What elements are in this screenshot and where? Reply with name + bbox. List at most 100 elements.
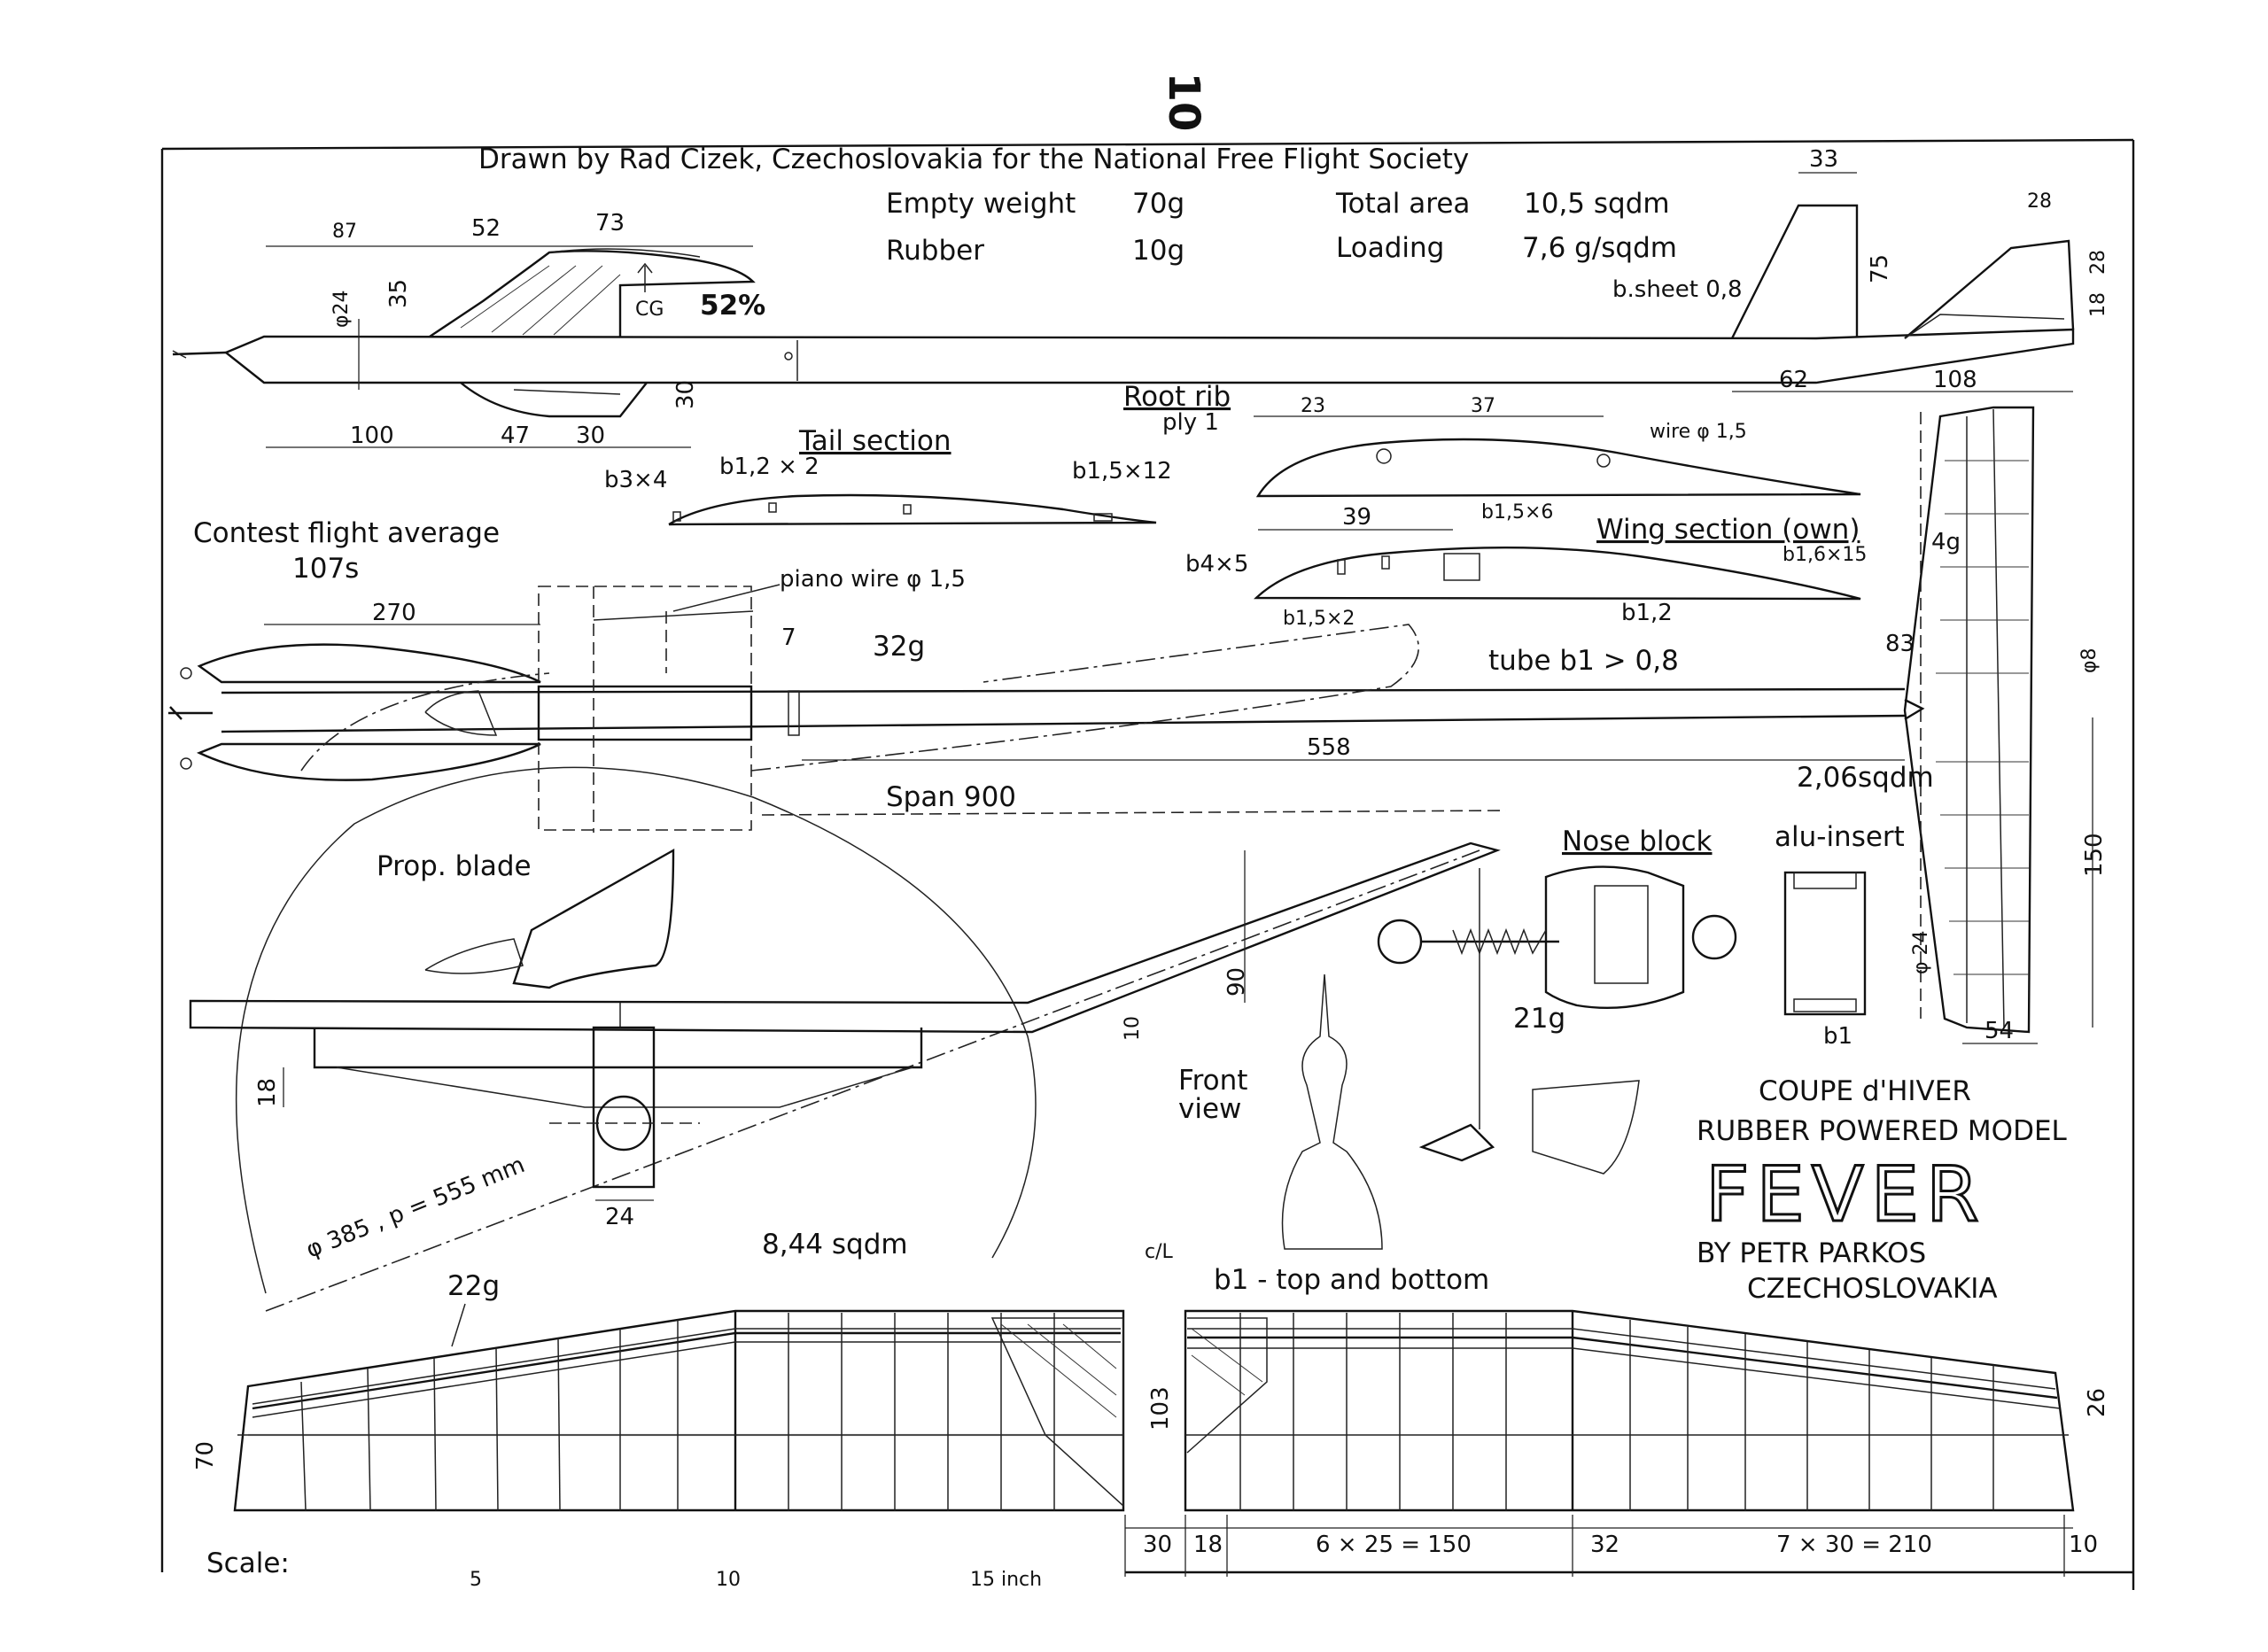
top-dim-558: 558 bbox=[1307, 734, 1351, 761]
top-dim-phi8: φ8 bbox=[2078, 648, 2101, 673]
tail-b12x2: b1,2 × 2 bbox=[719, 454, 819, 480]
wing-b4x5: b4×5 bbox=[1185, 551, 1248, 578]
side-view: 87 52 73 35 φ24 CG 52% 100 47 30 30 33 7… bbox=[172, 146, 2109, 449]
wing-dim-18: 18 bbox=[1193, 1532, 1223, 1558]
wing-area: 8,44 sqdm bbox=[762, 1229, 908, 1260]
stab-dim-18: 18 bbox=[2087, 292, 2109, 317]
root-rib-ply: ply 1 bbox=[1162, 409, 1219, 436]
root-dim-23: 23 bbox=[1301, 395, 1325, 417]
wing-section-label: Wing section (own) bbox=[1596, 514, 1860, 546]
wing-dim-26: 26 bbox=[2084, 1388, 2110, 1417]
wing-sheeting: b1 - top and bottom bbox=[1214, 1264, 1489, 1296]
model-name: FEVER bbox=[1705, 1151, 1986, 1239]
page-number: 10 bbox=[1159, 73, 1208, 132]
designer: BY PETR PARKOS bbox=[1697, 1237, 1926, 1269]
front-view-label-1: Front bbox=[1178, 1065, 1247, 1097]
fin-dim-33: 33 bbox=[1809, 146, 1838, 173]
contest-value: 107s bbox=[292, 553, 359, 585]
tail-section-label: Tail section bbox=[798, 425, 951, 457]
fin-dim-75: 75 bbox=[1867, 254, 1893, 283]
nose-block-label: Nose block bbox=[1562, 826, 1713, 857]
stab-dim-28: 28 bbox=[2087, 250, 2109, 275]
title-line-1: COUPE d'HIVER bbox=[1759, 1075, 1971, 1107]
side-dim-87: 87 bbox=[332, 221, 357, 243]
cg-percent: 52% bbox=[700, 290, 765, 322]
side-dim-30: 30 bbox=[576, 423, 605, 449]
total-area-value: 10,5 sqdm bbox=[1524, 188, 1670, 220]
scale-label: Scale: bbox=[206, 1547, 290, 1579]
stab-4g: 4g bbox=[1931, 529, 1961, 555]
wing-weight: 22g bbox=[447, 1270, 500, 1302]
front-view-label-2: view bbox=[1178, 1093, 1241, 1125]
loading-label: Loading bbox=[1336, 232, 1444, 264]
fin-bsheet: b.sheet 0,8 bbox=[1612, 276, 1743, 303]
side-dim-35: 35 bbox=[385, 279, 412, 308]
title-block: COUPE d'HIVER RUBBER POWERED MODEL FEVER… bbox=[1697, 1075, 2068, 1305]
wing-section: 39 b1,5×6 Wing section (own) b4×5 b1,6×1… bbox=[1185, 501, 1867, 630]
side-dim-phi24: φ24 bbox=[330, 290, 353, 328]
rubber-value: 10g bbox=[1132, 235, 1184, 267]
wing-dim-39: 39 bbox=[1342, 504, 1371, 531]
root-rib: Root rib ply 1 23 37 wire φ 1,5 bbox=[1123, 381, 1861, 498]
empty-weight-value: 70g bbox=[1132, 188, 1184, 220]
scale-tick-5: 5 bbox=[470, 1569, 482, 1591]
side-dim-47: 47 bbox=[501, 423, 530, 449]
title-line-2: RUBBER POWERED MODEL bbox=[1697, 1115, 2068, 1147]
piano-wire-label: piano wire φ 1,5 bbox=[780, 566, 966, 593]
cg-label: CG bbox=[635, 299, 664, 321]
top-dim-83: 83 bbox=[1885, 631, 1915, 657]
weight-21g: 21g bbox=[1513, 1003, 1565, 1035]
wing-cl: c/L bbox=[1145, 1241, 1174, 1263]
alu-insert-label: alu-insert bbox=[1775, 821, 1905, 853]
tube-label: tube b1 > 0,8 bbox=[1488, 645, 1679, 677]
designer-country: CZECHOSLOVAKIA bbox=[1747, 1273, 1998, 1305]
alu-b1: b1 bbox=[1823, 1023, 1852, 1050]
top-dim-7: 7 bbox=[781, 624, 796, 651]
span-label: Span 900 bbox=[886, 781, 1016, 813]
front-dim-24: 24 bbox=[605, 1204, 634, 1230]
stab-area: 2,06sqdm bbox=[1797, 762, 1934, 794]
rubber-label: Rubber bbox=[886, 235, 984, 267]
empty-weight-label: Empty weight bbox=[886, 188, 1076, 220]
side-dim-30-vert: 30 bbox=[672, 380, 699, 409]
wing-dim-7x30: 7 × 30 = 210 bbox=[1776, 1532, 1932, 1558]
tail-dim-62: 62 bbox=[1779, 367, 1808, 393]
top-dim-270: 270 bbox=[372, 600, 416, 626]
tail-dim-108: 108 bbox=[1933, 367, 1977, 393]
stab-dim-54: 54 bbox=[1984, 1018, 2014, 1044]
root-rib-label: Root rib bbox=[1123, 381, 1231, 413]
top-view: 270 piano wire φ 1,5 7 32g tube b1 > 0,8… bbox=[168, 406, 2108, 1044]
weight-32g: 32g bbox=[873, 631, 925, 663]
scale-tick-10: 10 bbox=[716, 1569, 741, 1591]
wing-b16x15: b1,6×15 bbox=[1783, 544, 1867, 566]
front-dim-10: 10 bbox=[1122, 1016, 1144, 1041]
wing-dim-30: 30 bbox=[1143, 1532, 1172, 1558]
prop-diameter: φ 385 , p = 555 mm bbox=[302, 1152, 528, 1263]
stab-dim-28-top: 28 bbox=[2027, 190, 2052, 213]
prop-blade-label: Prop. blade bbox=[377, 850, 532, 882]
tail-b15x12: b1,5×12 bbox=[1072, 458, 1172, 485]
sheet-border bbox=[160, 138, 2135, 1590]
root-dim-37: 37 bbox=[1471, 395, 1495, 417]
wing-b15x2: b1,5×2 bbox=[1283, 608, 1355, 630]
wing-dim-70: 70 bbox=[192, 1441, 219, 1470]
wing-b15x6: b1,5×6 bbox=[1481, 501, 1553, 524]
wing-dim-6x25: 6 × 25 = 150 bbox=[1316, 1532, 1472, 1558]
side-dim-100: 100 bbox=[350, 423, 394, 449]
side-dim-73: 73 bbox=[595, 210, 625, 237]
stab-dim-150: 150 bbox=[2081, 833, 2108, 877]
wire-label: wire φ 1,5 bbox=[1650, 421, 1747, 443]
front-dim-18: 18 bbox=[254, 1078, 281, 1107]
tail-b3x4: b3×4 bbox=[604, 467, 667, 493]
front-dim-90: 90 bbox=[1223, 967, 1250, 997]
wing-dim-103: 103 bbox=[1147, 1386, 1174, 1431]
tail-section: Tail section b1,2 × 2 b3×4 b1,5×12 bbox=[604, 425, 1172, 526]
nose-block: Nose block alu-insert 21g φ 24 b1 bbox=[1377, 821, 1932, 1175]
wing-plan: 8,44 sqdm 22g b1 - top and bottom c/L 70… bbox=[192, 1229, 2110, 1591]
wing-dim-10: 10 bbox=[2069, 1532, 2098, 1558]
scale-tick-15: 15 inch bbox=[970, 1569, 1042, 1591]
contest-label: Contest flight average bbox=[193, 517, 500, 549]
side-dim-52: 52 bbox=[471, 215, 501, 242]
total-area-label: Total area bbox=[1335, 188, 1470, 220]
